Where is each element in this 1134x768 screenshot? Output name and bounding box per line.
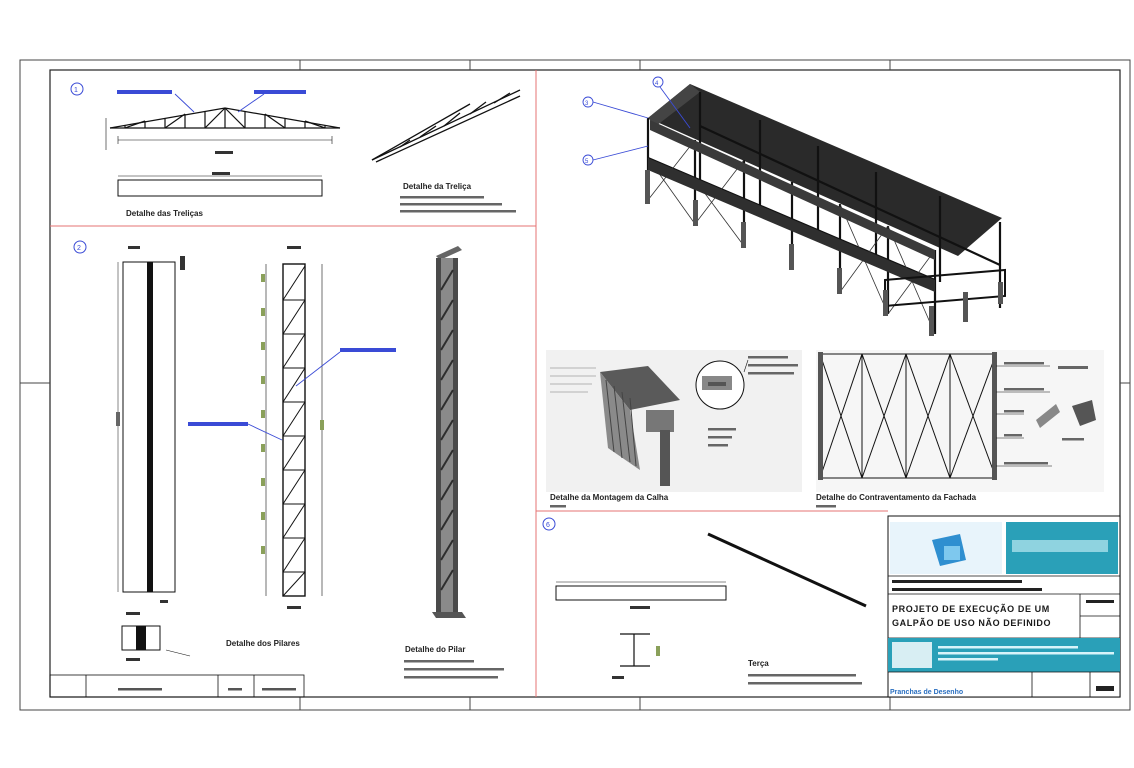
detail-marker [73, 240, 87, 254]
note-line [400, 196, 484, 199]
caption-columns: Detalhe dos Pilares [226, 639, 300, 648]
lattice-callouts [247, 351, 341, 441]
title-line-2: GALPÃO DE USO NÃO DEFINIDO [892, 618, 1051, 628]
title-line-1: PROJETO DE EXECUÇÃO DE UM [892, 604, 1050, 614]
caption-truss-3d: Detalhe da Treliça [403, 182, 472, 191]
truss-3d [371, 89, 521, 163]
truss-plan [117, 172, 323, 197]
beam-section [620, 633, 650, 667]
note-line [400, 203, 502, 206]
callout-tag [117, 90, 172, 94]
lattice-ticks [261, 274, 324, 554]
column-3d [432, 246, 466, 618]
title-block: PROJETO DE EXECUÇÃO DE UM GALPÃO DE USO … [887, 515, 1121, 698]
bracing-detail: Detalhe do Contraventamento da Fachada [816, 350, 1104, 508]
footer-label: Pranchas de Desenho [890, 689, 963, 696]
marker-label-2: 2 [77, 245, 81, 252]
building-callouts [582, 76, 691, 166]
gutter-detail: Detalhe da Montagem da Calha [546, 350, 802, 508]
callout-tag [340, 348, 396, 352]
caption-beam: Terça [748, 659, 769, 668]
caption-column-3d: Detalhe do Pilar [405, 645, 465, 654]
beam-panel: 6 Terça [542, 517, 867, 685]
left-strip [49, 674, 305, 698]
lattice-column [265, 263, 323, 597]
caption-bracing: Detalhe do Contraventamento da Fachada [816, 493, 977, 502]
marker-label-3: 3 [585, 101, 589, 107]
column-elevation [116, 246, 191, 661]
beam-3d [707, 532, 867, 608]
building-3d: 3 4 5 [582, 76, 1006, 336]
columns-panel: 2 [49, 240, 504, 698]
marker-label-4: 4 [655, 81, 659, 87]
dimension-label [215, 151, 233, 154]
truss-callouts [174, 93, 265, 113]
marker-label-1: 1 [74, 87, 78, 94]
caption-gutter: Detalhe da Montagem da Calha [550, 493, 669, 502]
marker-label-5: 5 [585, 159, 589, 165]
detail-marker [70, 82, 84, 96]
note-line [400, 210, 516, 213]
detail-marker [542, 517, 556, 531]
marker-label-6: 6 [546, 522, 550, 529]
truss-elevation [105, 107, 341, 150]
callout-tag [254, 90, 306, 94]
truss-panel: 1 [70, 82, 521, 218]
beam-elevation [555, 581, 727, 601]
sheet-border [19, 59, 1131, 711]
callout-tag [188, 422, 248, 426]
panel-dividers [50, 70, 888, 697]
caption-trusses: Detalhe das Treliças [126, 209, 203, 218]
